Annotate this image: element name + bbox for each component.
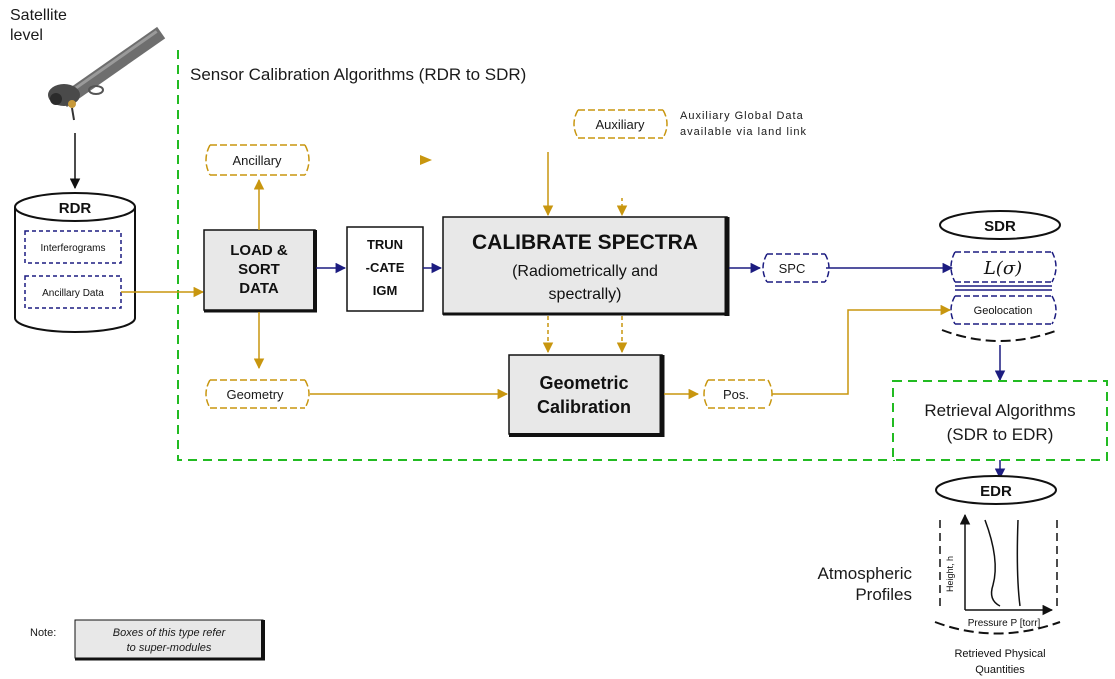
rdr-item-ancillary-data: Ancillary Data bbox=[42, 288, 104, 299]
satellite-icon bbox=[48, 26, 166, 121]
edr-x-axis-label: Pressure P [torr] bbox=[968, 618, 1041, 629]
note-legend-box bbox=[74, 619, 265, 661]
calibrate-title: CALIBRATE SPECTRA bbox=[472, 231, 698, 254]
auxiliary-label: Auxiliary bbox=[595, 117, 645, 132]
pos-store bbox=[703, 379, 773, 409]
pos-label: Pos. bbox=[723, 387, 749, 402]
calibrate-sub1: (Radiometrically and bbox=[512, 263, 658, 280]
load-sort-line2: SORT bbox=[238, 261, 280, 278]
spc-store bbox=[762, 253, 830, 283]
truncate-igm-module bbox=[346, 226, 424, 312]
edr-datastore bbox=[934, 475, 1061, 635]
load-sort-line3: DATA bbox=[239, 280, 279, 297]
sdr-geolocation-label: Geolocation bbox=[974, 305, 1033, 317]
edr-caption-line1: Retrieved Physical bbox=[954, 648, 1045, 660]
arrow-pos-to-geolocation bbox=[772, 304, 952, 395]
profile-plot bbox=[959, 513, 1054, 616]
edr-y-axis-label: Height, h bbox=[945, 556, 955, 592]
note-label: Note: bbox=[30, 627, 56, 639]
atmospheric-line1: Atmospheric bbox=[818, 564, 913, 583]
truncate-line2: -CATE bbox=[366, 260, 405, 275]
edr-caption-line2: Quantities bbox=[975, 664, 1025, 676]
auxiliary-store bbox=[573, 109, 668, 139]
sensor-calibration-region bbox=[177, 50, 895, 461]
geometric-line1: Geometric bbox=[539, 373, 628, 393]
rdr-item-interferograms: Interferograms bbox=[40, 243, 105, 254]
spc-label: SPC bbox=[779, 261, 806, 276]
calibrate-sub2: spectrally) bbox=[549, 286, 622, 303]
sdr-datastore bbox=[939, 210, 1061, 342]
satellite-label-line2: level bbox=[10, 27, 43, 44]
truncate-line3: IGM bbox=[373, 283, 398, 298]
edr-title: EDR bbox=[980, 483, 1012, 500]
ancillary-arrowhead bbox=[420, 155, 432, 165]
rdr-title: RDR bbox=[59, 200, 92, 217]
geometric-line2: Calibration bbox=[537, 397, 631, 417]
load-sort-line1: LOAD & bbox=[230, 242, 288, 259]
sensor-region-title: Sensor Calibration Algorithms (RDR to SD… bbox=[190, 65, 526, 84]
auxiliary-note-line1: Auxiliary Global Data bbox=[680, 110, 804, 122]
retrieval-line1: Retrieval Algorithms bbox=[924, 401, 1075, 420]
ancillary-label: Ancillary bbox=[232, 153, 282, 168]
sdr-title: SDR bbox=[984, 218, 1016, 235]
note-line1: Boxes of this type refer bbox=[113, 627, 227, 639]
retrieval-line2: (SDR to EDR) bbox=[947, 425, 1054, 444]
atmospheric-line2: Profiles bbox=[855, 585, 912, 604]
auxiliary-note-line2: available via land link bbox=[680, 126, 807, 138]
geometry-label: Geometry bbox=[226, 387, 284, 402]
satellite-label-line1: Satellite bbox=[10, 7, 67, 24]
truncate-line1: TRUN bbox=[367, 237, 403, 252]
geometric-calibration-module bbox=[508, 354, 665, 437]
rdr-datastore bbox=[14, 192, 136, 333]
load-sort-data-module bbox=[203, 229, 317, 313]
note-line2: to super-modules bbox=[127, 642, 212, 654]
retrieval-algorithms-region bbox=[892, 380, 1108, 461]
calibrate-spectra-module bbox=[442, 216, 730, 316]
sdr-radiance-label: L(σ) bbox=[983, 258, 1022, 279]
